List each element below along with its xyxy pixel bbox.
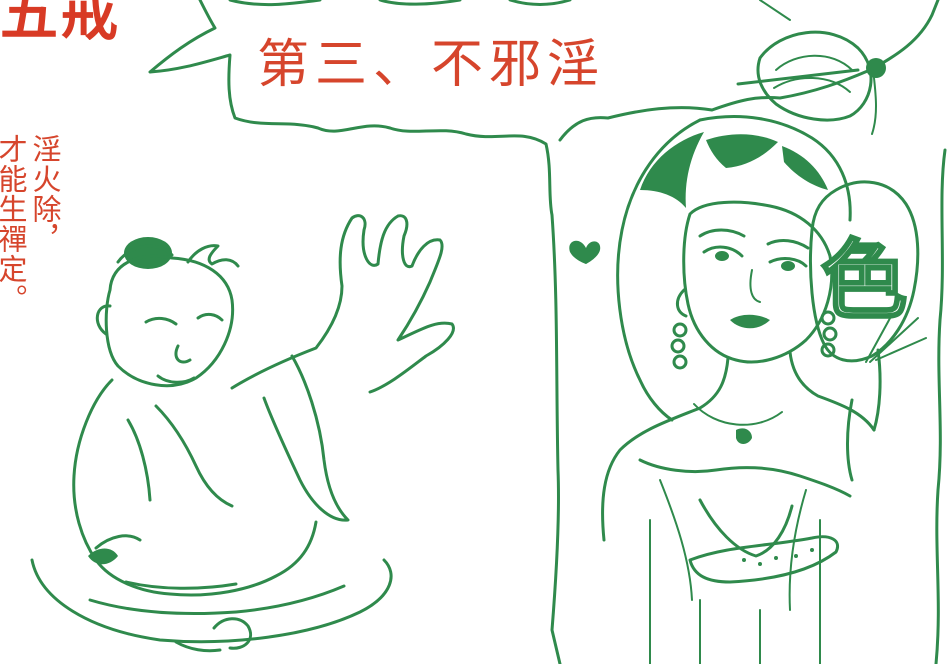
speech-bubble [148, 0, 947, 664]
bubble-title: 第三、不邪淫 [257, 35, 606, 95]
fan-glyph: 色 [821, 231, 907, 331]
page-heading: 五戒 [0, 0, 121, 40]
verse-line-1: 淫火除， [28, 134, 62, 254]
heart-icon [569, 240, 601, 264]
monk-figure [30, 214, 455, 653]
monk-topknot [124, 237, 172, 269]
lady-figure: 色 [569, 30, 927, 664]
verse-line-2: 才能生禪定。 [0, 134, 28, 314]
fan [809, 180, 920, 363]
